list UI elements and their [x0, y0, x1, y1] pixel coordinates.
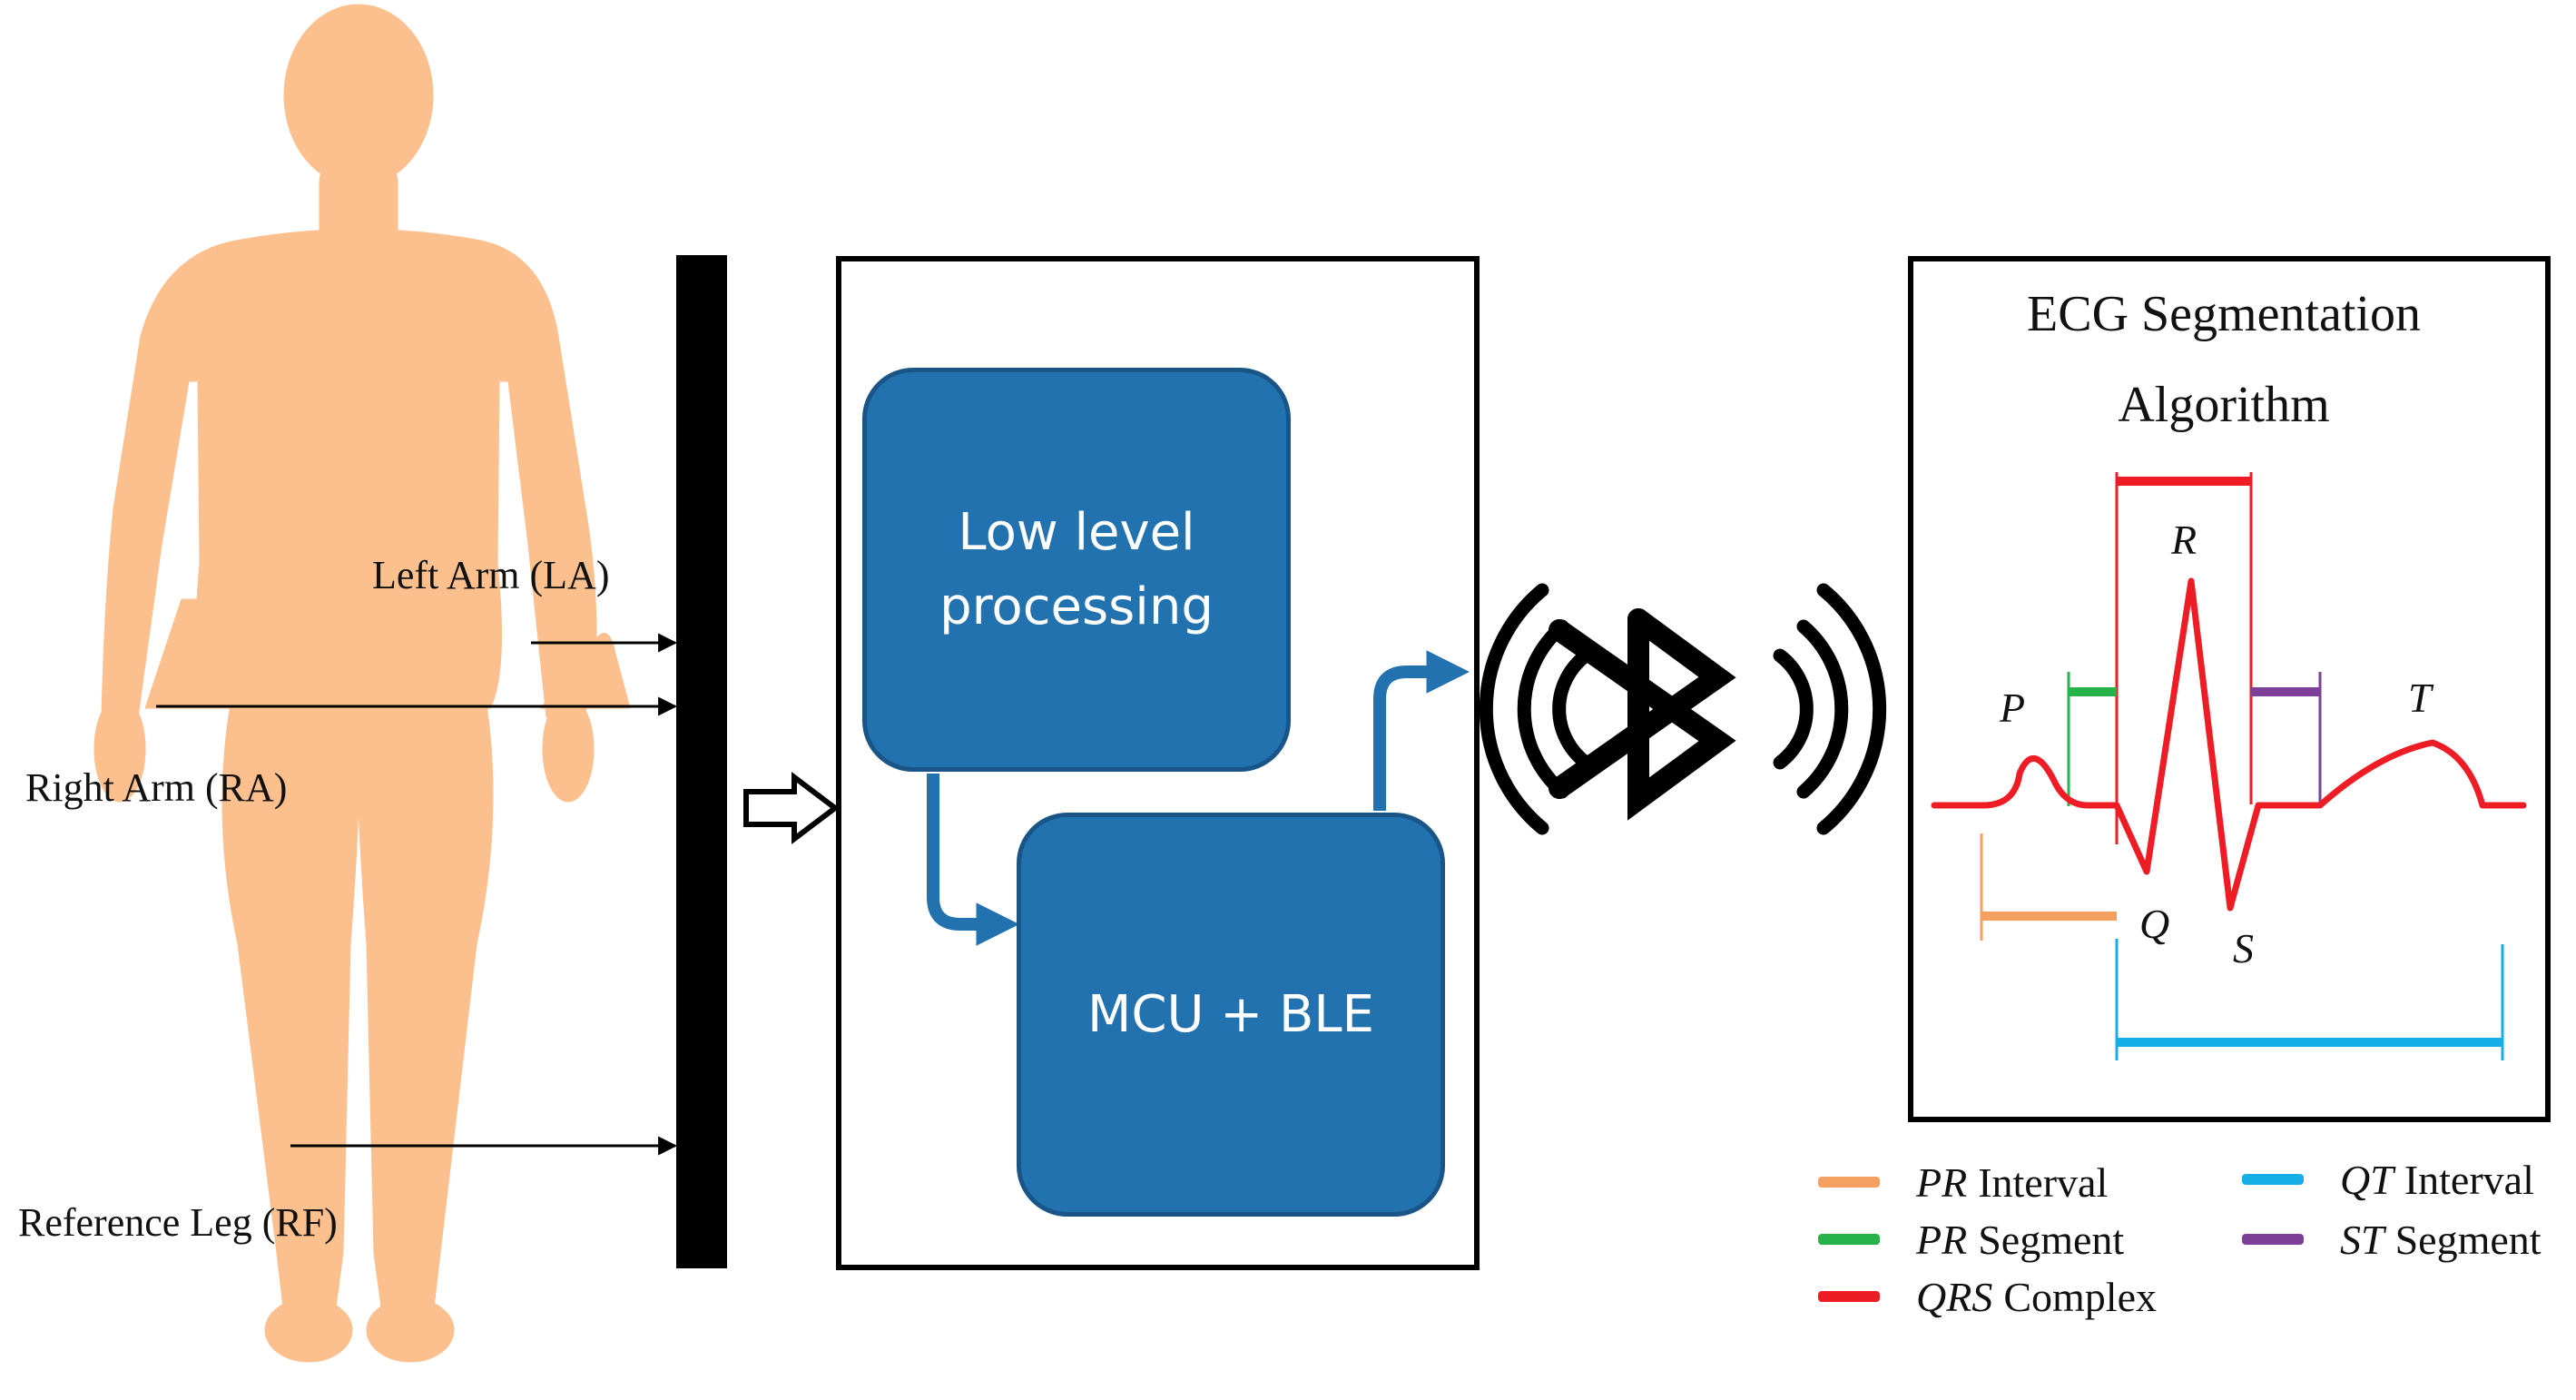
electrode-bar: [676, 255, 727, 1268]
ecg-interval-markers: [1980, 472, 2504, 1060]
legend-symbol: PR: [1916, 1158, 1968, 1206]
legend-text: Interval: [2404, 1156, 2534, 1203]
connector-arrow-low-to-mcu: [927, 774, 1020, 946]
legend-symbol: ST: [2340, 1216, 2384, 1263]
connector-arrow-mcu-to-ble: [1373, 650, 1470, 811]
legend-item-pr-segment: PR Segment: [1818, 1214, 2124, 1265]
wave-label-q: Q: [2139, 901, 2170, 947]
legend-text: Interval: [1978, 1158, 2109, 1206]
legend-swatch: [2242, 1234, 2304, 1245]
human-body-silhouette: [93, 4, 631, 1363]
wave-label-t: T: [2408, 675, 2432, 721]
legend-item-pr-interval: PR Interval: [1818, 1157, 2108, 1208]
processing-unit-frame: [836, 256, 1480, 1270]
lead-label-right-arm: Right Arm (RA): [25, 765, 288, 810]
low-level-processing-label: Low level processing: [939, 503, 1214, 636]
lead-label-reference-leg: Reference Leg (RF): [18, 1200, 338, 1245]
legend-text: Segment: [2394, 1216, 2542, 1263]
legend-swatch: [1818, 1234, 1880, 1245]
legend-item-qt-interval: QT Interval: [2242, 1154, 2534, 1205]
legend-item-st-segment: ST Segment: [2242, 1214, 2542, 1265]
legend-text: Segment: [1978, 1216, 2125, 1263]
lead-label-left-arm: Left Arm (LA): [372, 553, 610, 597]
legend-swatch: [2242, 1174, 2304, 1185]
legend-symbol: QRS: [1916, 1273, 1993, 1320]
mcu-ble-label: MCU + BLE: [1087, 984, 1374, 1044]
legend-swatch: [1818, 1177, 1880, 1188]
bluetooth-icon: [1479, 583, 1887, 835]
hollow-right-arrow-icon: [743, 771, 840, 845]
wave-label-r: R: [2171, 517, 2197, 563]
ecg-waveform-trace: [1931, 577, 2527, 912]
wave-label-s: S: [2233, 925, 2254, 971]
wave-label-p: P: [2000, 685, 2026, 731]
legend-text: Complex: [2003, 1273, 2157, 1320]
legend-symbol: PR: [1916, 1216, 1968, 1263]
legend-symbol: QT: [2340, 1156, 2394, 1203]
ecg-panel-title-line-2: Algorithm: [2118, 377, 2330, 433]
ecg-panel-title-line-1: ECG Segmentation: [2027, 286, 2421, 342]
legend-item-qrs-complex: QRS Complex: [1818, 1271, 2157, 1322]
low-level-processing-block: Low level processing: [862, 368, 1291, 772]
mcu-ble-block: MCU + BLE: [1017, 813, 1445, 1217]
ecg-panel-frame: [1908, 256, 2551, 1122]
legend-swatch: [1818, 1291, 1880, 1302]
